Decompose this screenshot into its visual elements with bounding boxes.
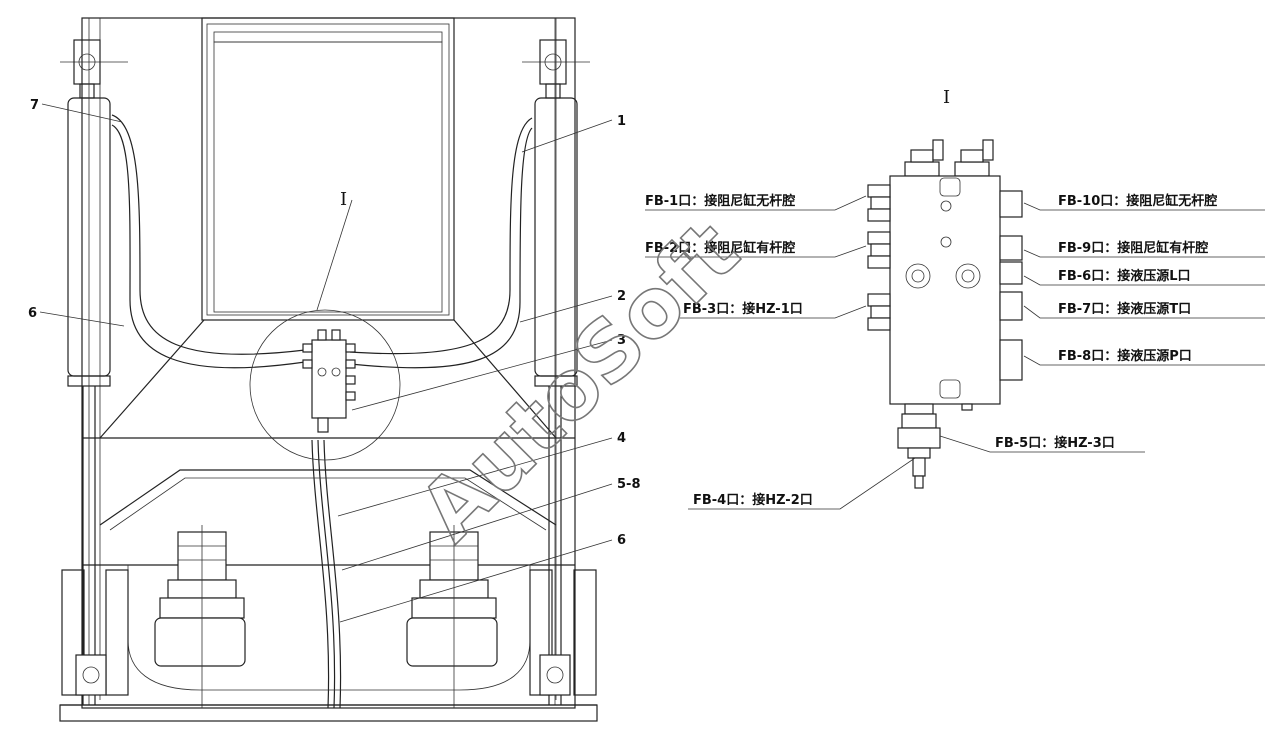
assembly-view: 7 1 6 2 3 4 5-8 6 I: [28, 17, 641, 722]
port-label-fb-9: FB-9口：接阻尼缸有杆腔: [1058, 240, 1208, 256]
port-label-fb-6: FB-6口：接液压源L口: [1058, 268, 1191, 284]
port-label-fb-1: FB-1口：接阻尼缸无杆腔: [645, 193, 795, 209]
bottom-brackets: [59, 569, 598, 722]
port-label-fb-4: FB-4口：接HZ-2口: [693, 492, 813, 508]
right-fittings: [999, 190, 1023, 381]
hose-lines: [111, 114, 533, 709]
left-fittings: [867, 184, 891, 331]
right-damping-cylinder: [522, 18, 590, 705]
port-label-fb-3: FB-3口：接HZ-1口: [683, 301, 803, 317]
left-actuator: [154, 525, 246, 708]
valve-body: [889, 175, 1001, 405]
detail-callout-circle: [249, 199, 401, 461]
port-label-fb-5: FB-5口：接HZ-3口: [995, 435, 1115, 451]
port-label-fb-2: FB-2口：接阻尼缸有杆腔: [645, 240, 795, 256]
left-damping-cylinder: [60, 18, 128, 705]
detail-marker-I: I: [340, 189, 347, 210]
valve-block-small: [302, 329, 356, 433]
callout-2: 2: [617, 289, 626, 304]
callout-1: 1: [617, 114, 626, 129]
callout-3: 3: [617, 333, 626, 348]
port-label-fb-7: FB-7口：接液压源T口: [1058, 301, 1191, 317]
right-actuator: [406, 525, 498, 708]
callout-6-right: 6: [617, 533, 626, 548]
port-leaders: [645, 195, 1265, 510]
callout-5-8: 5-8: [617, 477, 641, 492]
callout-leaders: [39, 103, 613, 623]
detail-title: I: [943, 87, 950, 108]
window-panel: [99, 17, 557, 439]
bottom-fitting: [897, 403, 941, 489]
callout-4: 4: [617, 431, 626, 446]
detail-view-I: I: [645, 87, 1265, 510]
port-label-fb-10: FB-10口：接阻尼缸无杆腔: [1058, 193, 1217, 209]
callout-6-left: 6: [28, 306, 37, 321]
port-label-fb-8: FB-8口：接液压源P口: [1058, 348, 1192, 364]
callout-7: 7: [30, 98, 39, 113]
